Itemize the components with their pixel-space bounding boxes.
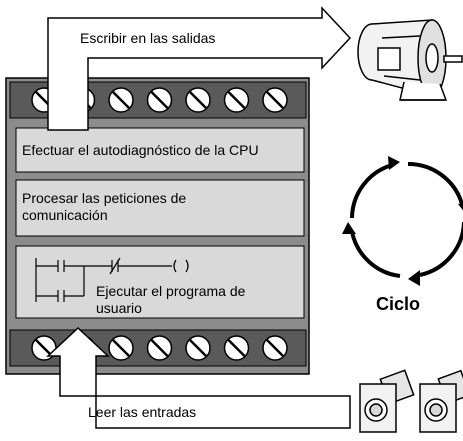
top-terminal-screw	[146, 87, 173, 113]
top-terminal-screw	[262, 87, 288, 113]
step-communication-text: Procesar las peticiones de comunicación	[22, 190, 187, 223]
bottom-terminal-screw	[262, 335, 288, 361]
step-user-program-text: Ejecutar el programa de usuario	[96, 283, 246, 316]
sensor-icon-2	[419, 369, 463, 433]
read-inputs-arrow	[46, 326, 351, 429]
bottom-terminal-screw	[108, 335, 134, 361]
step-panel-diagnostics	[15, 127, 305, 173]
step-panel-user-program	[15, 245, 305, 319]
bottom-terminal-strip	[9, 329, 307, 367]
motor-icon	[357, 19, 463, 101]
write-outputs-label: Escribir en las salidas	[80, 30, 216, 46]
step-panel-communication	[15, 179, 305, 237]
top-terminal-screw	[185, 87, 211, 113]
sensor-icon-1	[359, 369, 415, 433]
write-outputs-arrow	[47, 6, 352, 131]
ladder-logic-icon	[35, 257, 189, 302]
step-diagnostics-text: Efectuar el autodiagnóstico de la CPU	[22, 142, 259, 158]
read-inputs-label: Leer las entradas	[88, 404, 197, 420]
bottom-terminal-screw	[185, 335, 211, 361]
bottom-terminal-screw	[146, 335, 173, 361]
cycle-arrowheads	[342, 156, 463, 286]
cycle-label: Ciclo	[376, 294, 421, 314]
top-terminal-screw	[108, 87, 134, 113]
cycle-ring	[350, 161, 463, 278]
top-terminal-screw	[223, 87, 250, 113]
bottom-terminal-screw	[223, 335, 250, 361]
